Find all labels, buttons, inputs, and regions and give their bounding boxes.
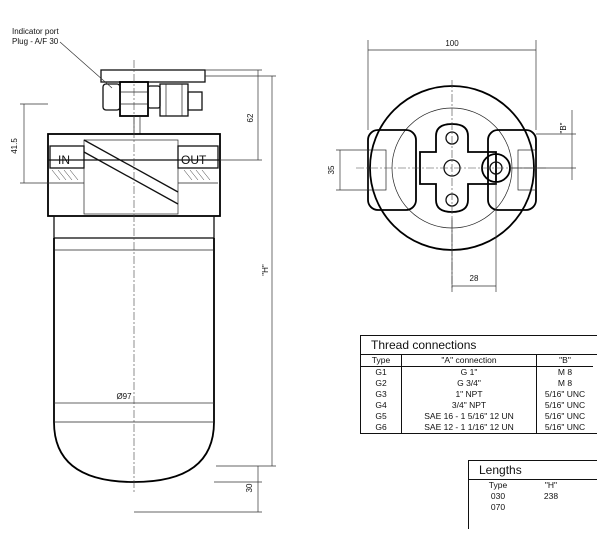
dim-41-5: 41.5 <box>10 138 19 154</box>
table-row: 030 238 <box>473 491 579 502</box>
lengths-h-cell: 238 <box>543 491 559 501</box>
mounting-plate <box>419 123 497 213</box>
inlet-label: IN <box>58 153 70 167</box>
thread-type-cell: G3 <box>375 389 387 399</box>
thread-a-cell: SAE 16 - 1 5/16" 12 UN <box>401 411 537 422</box>
thread-b-cell: M 8 <box>536 366 593 378</box>
table-row: G5 SAE 16 - 1 5/16" 12 UN 5/16" UNC <box>361 411 593 422</box>
dim-H: "H" <box>261 264 270 276</box>
indicator-port-label: Indicator port <box>12 27 59 36</box>
thread-type-cell: G2 <box>375 378 387 388</box>
thread-type-cell: G5 <box>375 411 387 421</box>
side-fitting <box>159 83 189 117</box>
dim-30: 30 <box>245 483 254 492</box>
thread-b-cell: 5/16" UNC <box>536 411 593 422</box>
filter-top-view <box>336 40 576 292</box>
top-view-dimensions <box>336 40 576 292</box>
outlet-port <box>177 145 219 169</box>
thread-b-cell: 5/16" UNC <box>536 389 593 400</box>
thread-b-cell: 5/16" UNC <box>536 400 593 411</box>
lengths-table-grid: Type "H" 030 238 070 <box>473 480 579 513</box>
dim-dia-97: Ø97 <box>116 392 132 401</box>
plug-label: Plug - A/F 30 <box>12 37 59 46</box>
thread-header-b: "B" <box>536 355 593 367</box>
filter-front-view <box>20 41 276 513</box>
lengths-header-type: Type <box>488 480 508 490</box>
table-row: 070 <box>473 502 579 513</box>
thread-header-type: Type <box>361 355 402 367</box>
lengths-type-cell: 070 <box>490 502 506 512</box>
dim-100: 100 <box>445 39 459 48</box>
outlet-port-face <box>517 149 537 191</box>
head-cavity <box>83 139 179 215</box>
thread-table-grid: Type "A" connection "B" G1 G 1" M 8 G2 G… <box>361 355 593 433</box>
plug-hex-right <box>147 85 161 109</box>
lengths-type-cell: 030 <box>490 491 506 501</box>
lengths-header-h: "H" <box>544 480 558 490</box>
lengths-table: Lengths Type "H" 030 238 070 <box>468 460 597 529</box>
thread-a-cell: G 3/4" <box>401 378 537 389</box>
thread-a-cell: 3/4" NPT <box>401 400 537 411</box>
thread-table-header-row: Type "A" connection "B" <box>361 355 593 367</box>
thread-a-cell: SAE 12 - 1 1/16" 12 UN <box>401 422 537 433</box>
thread-b-cell: 5/16" UNC <box>536 422 593 433</box>
thread-type-cell: G6 <box>375 422 387 432</box>
dimension-lines <box>20 41 276 513</box>
thread-a-cell: 1" NPT <box>401 389 537 400</box>
outlet-label: OUT <box>181 153 207 167</box>
dim-35: 35 <box>327 165 336 174</box>
lengths-table-title: Lengths <box>469 461 597 480</box>
inlet-port <box>49 145 85 169</box>
inlet-port-face <box>367 149 387 191</box>
thread-header-a: "A" connection <box>401 355 537 367</box>
table-row: G3 1" NPT 5/16" UNC <box>361 389 593 400</box>
top-fitting-plate <box>100 69 206 83</box>
thread-type-cell: G4 <box>375 400 387 410</box>
thread-connections-table: Thread connections Type "A" connection "… <box>360 335 597 434</box>
thread-b-cell: M 8 <box>536 378 593 389</box>
dim-28: 28 <box>470 274 479 283</box>
thread-type-cell: G1 <box>375 367 387 377</box>
plug-hex-left <box>102 83 121 111</box>
thread-a-cell: G 1" <box>401 366 537 378</box>
table-row: G1 G 1" M 8 <box>361 366 593 378</box>
table-row: G6 SAE 12 - 1 1/16" 12 UN 5/16" UNC <box>361 422 593 433</box>
lengths-header-row: Type "H" <box>473 480 579 491</box>
table-row: G2 G 3/4" M 8 <box>361 378 593 389</box>
lengths-h-cell <box>523 502 579 513</box>
table-row: G4 3/4" NPT 5/16" UNC <box>361 400 593 411</box>
side-fitting-cap <box>187 91 203 111</box>
thread-table-title: Thread connections <box>361 336 597 355</box>
dim-B: "B" <box>559 122 568 133</box>
dim-62: 62 <box>246 113 255 122</box>
